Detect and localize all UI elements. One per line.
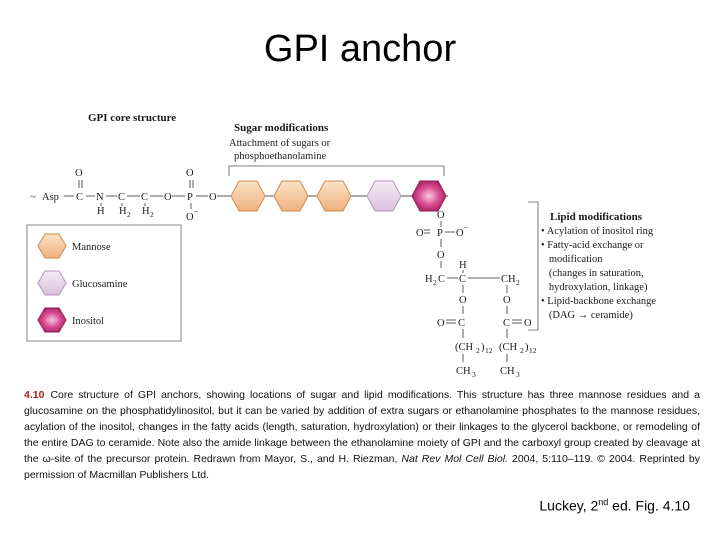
- inositol-phosphate: O O P O − O: [416, 210, 469, 268]
- carbonyl-o-right: O: [524, 318, 532, 329]
- caption-journal: Nat Rev Mol Cell Biol.: [401, 453, 508, 465]
- ch2-h2: H: [142, 206, 150, 217]
- ch2-sub2: 2: [150, 210, 154, 219]
- lipid-mod-title: Lipid modifications: [550, 211, 643, 223]
- caption-tail: 2004, 5:110–119. © 2004. Reprinted by pe…: [24, 453, 700, 481]
- glyc-c1: C: [438, 274, 445, 285]
- legend-glucosamine-swatch: [37, 270, 67, 296]
- acyl-c-left: C: [458, 318, 465, 329]
- glyc-h: H: [425, 274, 433, 285]
- ester-o-left: O: [459, 295, 467, 306]
- mannose-hexagon-3: [316, 180, 352, 212]
- mannose-hexagon-2: [273, 180, 309, 212]
- legend-glucosamine-label: Glucosamine: [72, 279, 128, 290]
- credit-post: ed. Fig. 4.10: [608, 497, 690, 514]
- phosphate-o-minus: O: [186, 212, 194, 223]
- ch2-c1: C: [118, 192, 125, 203]
- phos-o-upper: O: [437, 210, 445, 221]
- core-structure-heading: GPI core structure: [88, 112, 176, 124]
- phosphate-p: P: [187, 192, 193, 203]
- glyc-ch2: CH: [501, 274, 516, 285]
- sugar-mod-bracket: [228, 165, 445, 176]
- lipid-mod-line-2: • Fatty-acid exchange or: [541, 240, 644, 251]
- lipid-mod-bracket: [528, 201, 539, 331]
- credit-sup: nd: [598, 497, 609, 507]
- link-o: O: [209, 192, 217, 203]
- glycan-chain: [230, 180, 448, 212]
- legend: Mannose Glucosamine Inositol: [26, 224, 182, 342]
- acyl-c-right: C: [503, 318, 510, 329]
- methyl-left-sub: 3: [472, 370, 476, 379]
- phos-o-right: O: [456, 228, 464, 239]
- methyl-right: CH: [500, 366, 515, 377]
- asp-label: Asp: [42, 192, 59, 203]
- carbonyl-c: C: [76, 192, 83, 203]
- fatty-chain-left-sub12: 12: [485, 346, 493, 355]
- lipid-mod-line-4: (changes in saturation,: [541, 268, 644, 279]
- phos-o-lower: O: [437, 250, 445, 261]
- ester-o-right: O: [503, 295, 511, 306]
- fatty-chain-right: (CH: [499, 342, 518, 353]
- glyc-h2-sub: 2: [433, 278, 437, 287]
- slide-title: GPI anchor: [263, 28, 457, 70]
- legend-inositol-label: Inositol: [72, 316, 104, 327]
- lipid-mod-line-3: modification: [541, 254, 603, 265]
- ethanolamine-chain: ~ Asp O C N H C H 2 C H 2 O O P O − O: [30, 168, 230, 223]
- glycerol-backbone: H 2 C H C CH 2 O O O C C O (CH 2 ) 12 (C…: [425, 260, 537, 379]
- credit-pre: Luckey, 2: [539, 497, 599, 514]
- legend-mannose-label: Mannose: [72, 242, 111, 253]
- glucosamine-hexagon: [366, 180, 402, 212]
- glyc-c2: C: [459, 274, 466, 285]
- legend-inositol-swatch: [37, 307, 67, 333]
- ester-o: O: [164, 192, 172, 203]
- mannose-hexagon-1: [230, 180, 266, 212]
- lipid-mod-block: Lipid modifications • Acylation of inosi…: [541, 211, 656, 321]
- carbonyl-o-left: O: [437, 318, 445, 329]
- fatty-chain-right-close: ): [525, 342, 529, 353]
- methyl-right-sub: 3: [516, 370, 520, 379]
- fatty-chain-left-sub2: 2: [476, 346, 480, 355]
- ch2-sub1: 2: [127, 210, 131, 219]
- phos-p: P: [437, 228, 443, 239]
- carbonyl-o: O: [75, 168, 83, 179]
- phosphate-charge: −: [194, 207, 199, 216]
- methyl-left: CH: [456, 366, 471, 377]
- phosphate-o-top: O: [186, 168, 194, 179]
- ch2-h1: H: [119, 206, 127, 217]
- fatty-chain-left-close: ): [481, 342, 485, 353]
- sugar-mod-line2: phosphoethanolamine: [234, 151, 326, 162]
- slide-credit: Luckey, 2nd ed. Fig. 4.10: [539, 497, 690, 514]
- phos-charge: −: [464, 223, 469, 232]
- legend-mannose-swatch: [37, 233, 67, 259]
- lipid-mod-line-7: (DAG → ceramide): [541, 310, 633, 321]
- fatty-chain-right-sub12: 12: [529, 346, 537, 355]
- sugar-mod-line1: Attachment of sugars or: [229, 138, 331, 149]
- phos-o-left: O: [416, 228, 424, 239]
- lipid-mod-line-6: • Lipid-backbone exchange: [541, 296, 656, 307]
- caption-text: Core structure of GPI anchors, showing l…: [24, 389, 700, 465]
- amide-n: N: [96, 192, 104, 203]
- fatty-chain-right-sub2: 2: [520, 346, 524, 355]
- glyc-h-top: H: [459, 260, 467, 271]
- lipid-mod-line-1: • Acylation of inositol ring: [541, 226, 654, 237]
- inositol-hexagon: [411, 180, 447, 212]
- svg-text:~: ~: [30, 191, 36, 203]
- figure-number: 4.10: [24, 389, 45, 401]
- fatty-chain-left: (CH: [455, 342, 474, 353]
- sugar-mod-title: Sugar modifications: [234, 122, 329, 134]
- glyc-ch2-sub: 2: [516, 278, 520, 287]
- amide-h: H: [97, 206, 105, 217]
- ch2-c2: C: [141, 192, 148, 203]
- lipid-mod-line-5: hydroxylation, linkage): [541, 282, 648, 293]
